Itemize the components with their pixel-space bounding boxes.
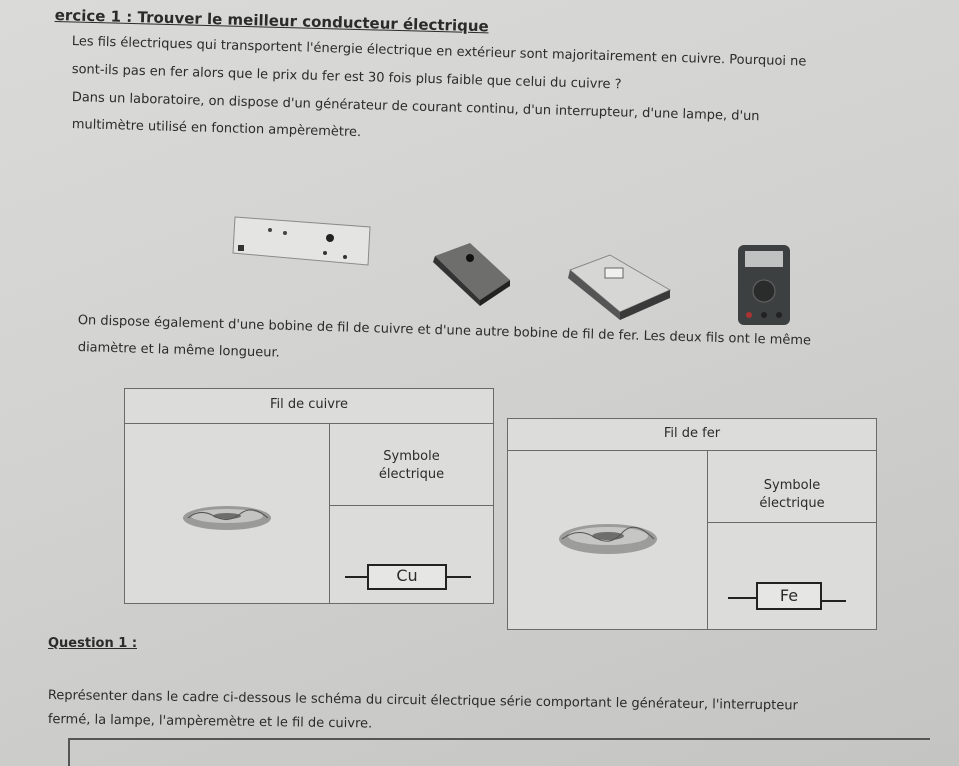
iron-symbol-label: Symbole électrique bbox=[708, 451, 876, 523]
copper-symbol-label-line-1: Symbole bbox=[383, 449, 440, 464]
intro-line-2: sont-ils pas en fer alors que le prix du… bbox=[71, 62, 622, 93]
copper-symbol-label: Symbole électrique bbox=[330, 424, 493, 506]
copper-symbol-label-line-2: électrique bbox=[378, 467, 445, 482]
iron-coil-cell bbox=[508, 451, 708, 629]
iron-table: Fil de fer Symbole électrique Fe bbox=[507, 418, 877, 630]
generator-image bbox=[232, 216, 371, 266]
question-label: Question 1 : bbox=[48, 636, 138, 651]
iron-coil-image bbox=[559, 524, 657, 554]
iron-symbol-label-line-2: électrique bbox=[759, 496, 825, 511]
iron-wire-left bbox=[728, 597, 756, 599]
copper-coil-cell bbox=[125, 424, 330, 603]
intro-line-4: multimètre utilisé en fonction ampèremèt… bbox=[71, 117, 362, 141]
copper-wire-left bbox=[345, 576, 367, 578]
iron-wire-right bbox=[822, 600, 846, 602]
copper-coil-image bbox=[183, 506, 271, 530]
question-line-2: fermé, la lampe, l'ampèremètre et le fil… bbox=[47, 712, 373, 732]
multimeter-image bbox=[738, 245, 790, 325]
iron-table-header: Fil de fer bbox=[508, 419, 876, 451]
copper-wire-right bbox=[447, 576, 471, 578]
copper-table-header: Fil de cuivre bbox=[125, 389, 493, 424]
copper-table: Fil de cuivre Symbole électrique Cu bbox=[124, 388, 494, 604]
answer-frame[interactable] bbox=[68, 738, 930, 766]
bobine-line-2: diamètre et la même longueur. bbox=[77, 340, 280, 361]
copper-symbol: Cu bbox=[367, 564, 447, 590]
switch-image bbox=[433, 243, 510, 306]
iron-symbol: Fe bbox=[756, 582, 822, 610]
question-line-1: Représenter dans le cadre ci-dessous le … bbox=[47, 688, 798, 714]
lamp-image bbox=[568, 254, 672, 320]
iron-symbol-label-line-1: Symbole bbox=[763, 478, 821, 493]
exercise-title: ercice 1 : Trouver le meilleur conducteu… bbox=[54, 6, 489, 36]
